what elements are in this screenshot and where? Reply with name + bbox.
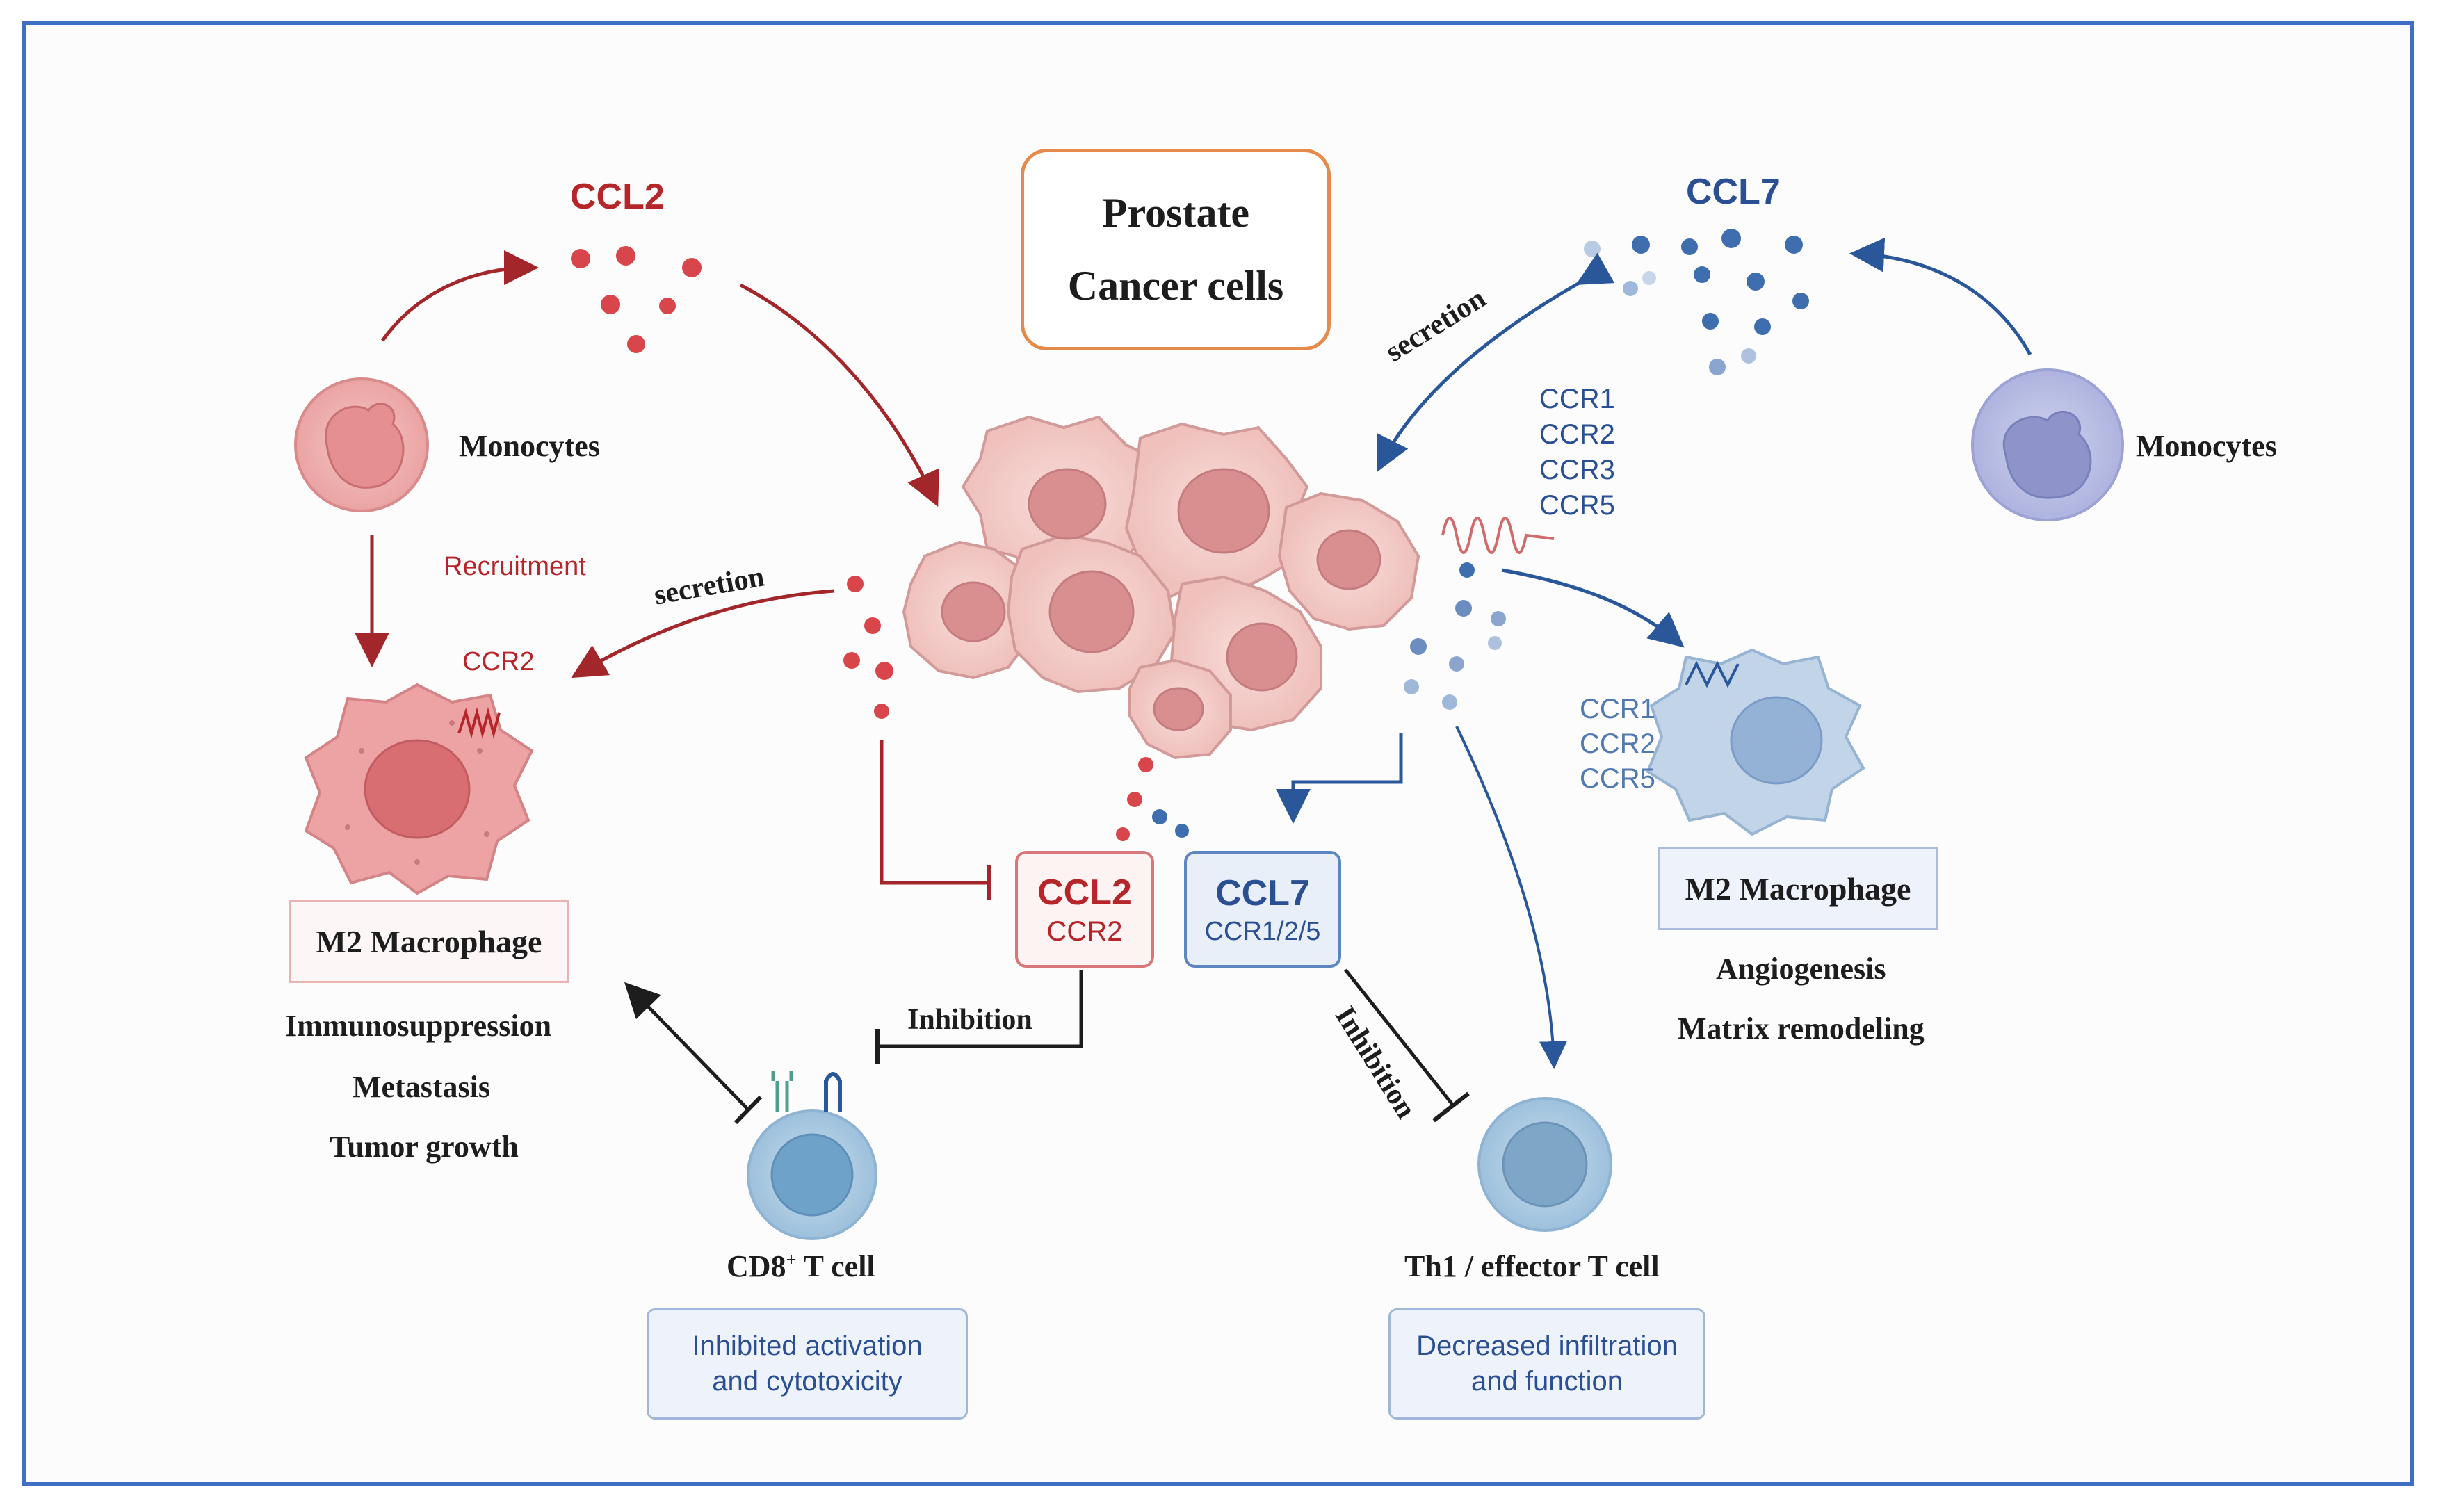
arrow-ccl7-to-ccl7-box bbox=[1276, 733, 1403, 824]
tumor-receptor-ccr2: CCR2 bbox=[1539, 419, 1615, 450]
right-monocytes-label: Monocytes bbox=[2136, 429, 2277, 463]
arrow-secretion-left bbox=[571, 589, 835, 678]
left-m2-macrophage-box: M2 Macrophage bbox=[289, 900, 569, 983]
macrophage-receptor-ccr2: CCR2 bbox=[1580, 729, 1655, 759]
tumor-receptor-ccr3: CCR3 bbox=[1539, 455, 1615, 485]
th1-t-cell-label: Th1 / effector T cell bbox=[1404, 1249, 1660, 1283]
ccl7-box-receptor: CCR1/2/5 bbox=[1204, 916, 1321, 946]
tumor-receptor-ccr1: CCR1 bbox=[1539, 384, 1615, 414]
title-line2: Cancer cells bbox=[1067, 263, 1284, 309]
right-monocyte bbox=[1971, 368, 2124, 521]
ccr2-label-left: CCR2 bbox=[462, 647, 535, 676]
title-line1: Prostate bbox=[1101, 190, 1250, 236]
arrow-cd8-to-left-macrophage bbox=[624, 982, 749, 1110]
cd8-effect-box: Inhibited activation and cytotoxicity bbox=[647, 1308, 968, 1420]
th1-effect-box: Decreased infiltration and function bbox=[1388, 1308, 1705, 1420]
center-chemokine-dots bbox=[1116, 757, 1189, 841]
tcr-receptor-icon-blue bbox=[824, 1072, 842, 1112]
cd8-t-cell-label: CD8+ T cell bbox=[727, 1249, 875, 1283]
left-m2-macrophage-cell bbox=[304, 683, 534, 895]
recruitment-label: Recruitment bbox=[444, 552, 586, 581]
left-m2-macrophage-label: M2 Macrophage bbox=[316, 923, 542, 959]
macrophage-receptor-ccr5: CCR5 bbox=[1580, 763, 1655, 794]
left-monocytes-label: Monocytes bbox=[459, 429, 600, 463]
arrow-monocyte-to-ccl2 bbox=[380, 250, 539, 342]
ccl7-label-top: CCL7 bbox=[1686, 172, 1781, 212]
arrow-ccl7-to-th1 bbox=[1455, 726, 1567, 1069]
right-effect-1: Angiogenesis bbox=[1716, 952, 1886, 986]
ccl2-ccr2-box: CCL2 CCR2 bbox=[1015, 851, 1154, 968]
ccl2-chemokine-dots-mid bbox=[843, 576, 893, 719]
inhibition-label-left: Inhibition bbox=[907, 1004, 1032, 1036]
cd8-effect-line1: Inhibited activation bbox=[692, 1331, 923, 1361]
right-m2-macrophage-cell bbox=[1646, 648, 1865, 836]
tcr-receptor-icon-green bbox=[771, 1071, 793, 1112]
right-m2-macrophage-box: M2 Macrophage bbox=[1658, 847, 1938, 930]
receptor-icon-right-macrophage bbox=[1685, 660, 1740, 688]
th1-effect-line1: Decreased infiltration bbox=[1416, 1331, 1678, 1361]
right-m2-macrophage-label: M2 Macrophage bbox=[1685, 870, 1911, 907]
prostate-cancer-title-box: Prostate Cancer cells bbox=[1021, 149, 1331, 350]
left-monocyte bbox=[294, 377, 429, 512]
ccl7-ccr-box: CCL7 CCR1/2/5 bbox=[1184, 851, 1341, 968]
th1-effector-t-cell bbox=[1477, 1097, 1612, 1232]
ccl7-chemokine-dots-top bbox=[1584, 229, 1809, 375]
arrow-monocyte-to-ccl7 bbox=[1849, 237, 2032, 356]
arrow-secretion-right-bidirectional bbox=[1377, 252, 1615, 472]
ccl2-box-receptor: CCR2 bbox=[1046, 916, 1123, 947]
inhibition-line-to-cd8 bbox=[880, 970, 1083, 1048]
cd8-t-cell bbox=[747, 1109, 877, 1240]
macrophage-receptor-ccr1: CCR1 bbox=[1580, 694, 1655, 724]
ccr2-receptor-icon-left bbox=[457, 707, 501, 739]
receptor-icon-tumor bbox=[1441, 517, 1555, 554]
left-effect-2: Metastasis bbox=[353, 1070, 490, 1104]
cd8-superscript: + bbox=[786, 1249, 797, 1270]
ccl2-label-top: CCL2 bbox=[570, 177, 665, 217]
th1-effect-line2: and function bbox=[1471, 1366, 1623, 1397]
cd8-suffix: T cell bbox=[796, 1249, 875, 1283]
left-effect-3: Tumor growth bbox=[330, 1130, 519, 1164]
ccl7-box-ligand: CCL7 bbox=[1215, 872, 1310, 913]
tumor-receptor-ccr5: CCR5 bbox=[1539, 490, 1615, 521]
right-effect-2: Matrix remodeling bbox=[1678, 1011, 1925, 1046]
cd8-label: CD8 bbox=[727, 1249, 786, 1283]
arrow-ccl2-to-tumor bbox=[739, 283, 939, 507]
ccl2-box-ligand: CCL2 bbox=[1037, 872, 1132, 913]
tumor-nuclei bbox=[941, 468, 1381, 731]
arrow-ccl7-to-right-macrophage bbox=[1501, 568, 1685, 648]
inhibition-line-ccl2 bbox=[880, 740, 987, 885]
inhibition-line-to-th1 bbox=[1344, 968, 1455, 1107]
ccl7-chemokine-dots-mid bbox=[1404, 562, 1506, 710]
ccl2-chemokine-dots-top bbox=[571, 246, 702, 353]
cd8-effect-line2: and cytotoxicity bbox=[712, 1366, 902, 1397]
left-effect-1: Immunosuppression bbox=[285, 1009, 552, 1043]
